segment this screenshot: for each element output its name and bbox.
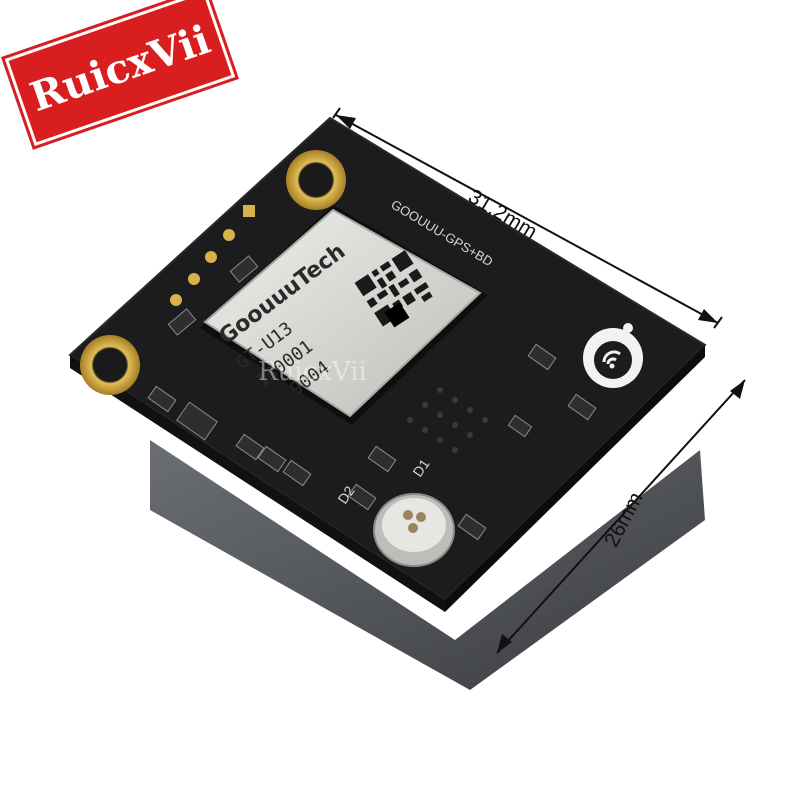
header-pads bbox=[170, 205, 255, 306]
mounting-hole-top bbox=[286, 150, 346, 210]
watermark: RuicxVii bbox=[258, 357, 367, 387]
antenna-base bbox=[150, 440, 705, 690]
smd-components bbox=[147, 255, 597, 541]
pcb-edge-right bbox=[445, 345, 705, 612]
dimension-arrow-width bbox=[332, 107, 723, 329]
mounting-hole-left bbox=[80, 335, 140, 395]
via-field bbox=[407, 387, 488, 453]
gps-module bbox=[200, 205, 488, 425]
brand-logo bbox=[583, 323, 643, 388]
backup-battery bbox=[373, 493, 455, 567]
dimension-arrow-height bbox=[496, 379, 746, 654]
pcb-edge bbox=[70, 355, 445, 612]
